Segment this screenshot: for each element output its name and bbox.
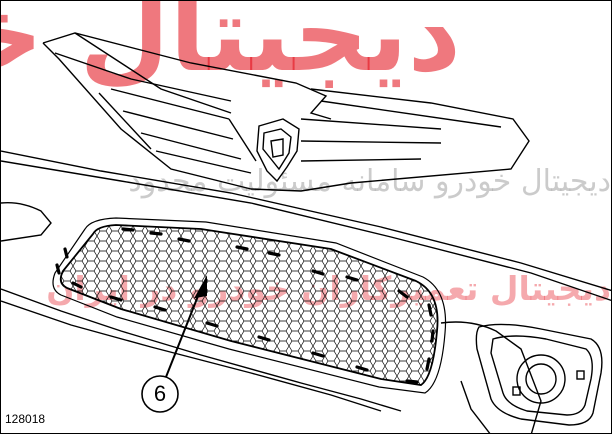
callout-arrow [165,275,207,378]
figure-id: 128018 [5,412,46,426]
upper-grille [42,32,530,192]
lower-grille-insert [52,217,447,394]
callout-circle [141,375,179,413]
bumper-outline [1,150,611,433]
callout-number: 6 [153,381,167,406]
clip-marks [55,227,435,384]
fog-lamp [475,323,603,426]
